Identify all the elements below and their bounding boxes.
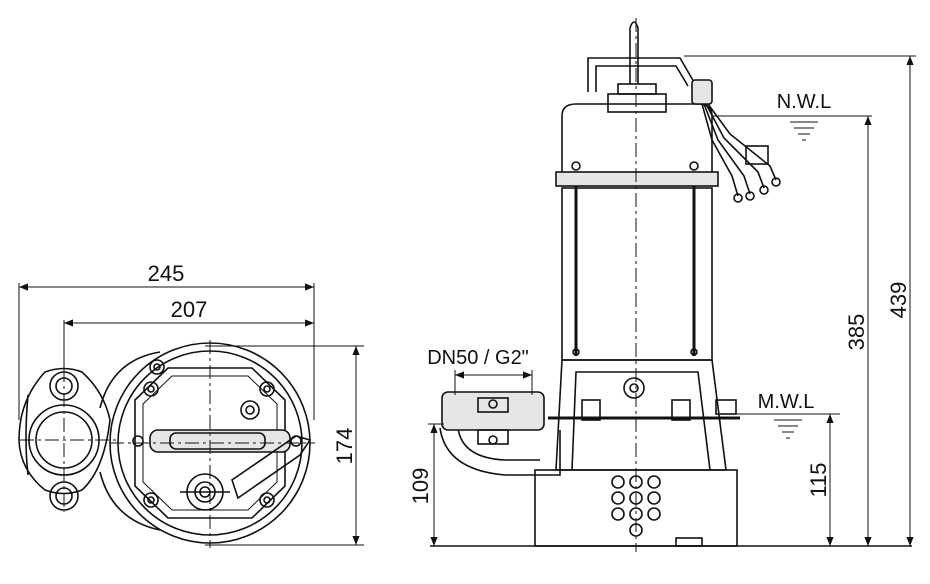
casing-bolt — [623, 377, 645, 399]
dim-label-mwl-height: 115 — [806, 462, 831, 497]
motor-flange — [555, 171, 719, 187]
lifting-bracket — [587, 57, 695, 92]
dim-label-height: 174 — [332, 428, 357, 465]
top-cover — [561, 103, 713, 172]
plan-bolts — [143, 359, 275, 508]
mwl-label: M.W.L — [758, 391, 815, 413]
motor-body — [561, 187, 713, 361]
strainer-holes — [611, 475, 661, 537]
dim-label-width-overall: 245 — [148, 261, 185, 286]
handle-stem — [629, 21, 639, 84]
cable-gland — [231, 435, 312, 500]
nwl-label: N.W.L — [777, 91, 831, 113]
power-cable-wires — [701, 103, 781, 203]
dim-label-discharge-height: 109 — [408, 468, 433, 505]
discharge-elbow — [439, 427, 561, 476]
cable-clamp — [691, 79, 713, 105]
mwl-water-symbol — [774, 419, 802, 439]
top-plate — [134, 367, 286, 519]
nwl-water-symbol — [790, 121, 818, 141]
side-view: DN50 / G2" — [408, 18, 916, 552]
discharge-flange-plate — [18, 367, 111, 495]
dim-label-width-flange: 207 — [171, 297, 208, 322]
plan-view: 245 207 174 — [18, 261, 364, 548]
discharge-size-label: DN50 / G2" — [427, 347, 529, 369]
dim-label-total-height: 439 — [886, 282, 911, 319]
cable-boss — [607, 93, 667, 113]
dim-label-nwl-height: 385 — [844, 314, 869, 351]
